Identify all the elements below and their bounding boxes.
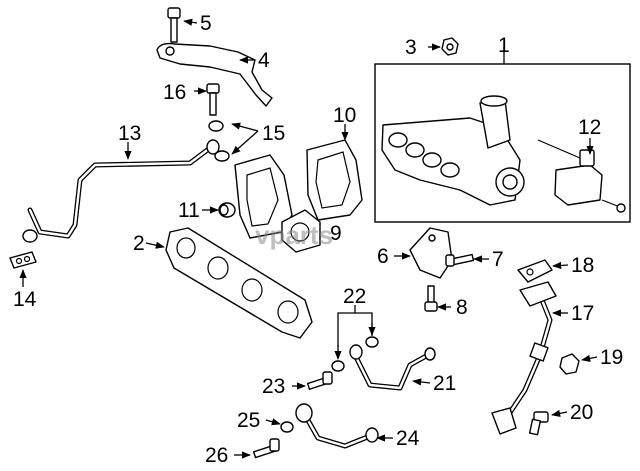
callout-7: 7 bbox=[492, 248, 504, 271]
callout-8: 8 bbox=[456, 296, 468, 319]
bolt-20-icon bbox=[528, 411, 549, 436]
callout-4: 4 bbox=[258, 49, 270, 72]
exhaust-gasket-2 bbox=[165, 227, 313, 339]
callout-17: 17 bbox=[571, 302, 594, 325]
gasket-18-icon bbox=[517, 259, 553, 283]
gasket-10-shape bbox=[306, 139, 363, 221]
callout-18: 18 bbox=[571, 254, 594, 277]
plug-11-icon bbox=[218, 202, 236, 218]
callout-11: 11 bbox=[178, 199, 200, 222]
callout-2: 2 bbox=[133, 232, 145, 255]
pipe-21 bbox=[349, 344, 436, 391]
bolt-16-icon bbox=[206, 83, 220, 116]
callout-6: 6 bbox=[377, 245, 389, 268]
callout-5: 5 bbox=[200, 12, 212, 35]
callout-23: 23 bbox=[262, 375, 285, 398]
callout-22: 22 bbox=[343, 285, 366, 308]
callout-26: 26 bbox=[205, 444, 228, 467]
callout-13: 13 bbox=[118, 122, 141, 145]
callout-14: 14 bbox=[13, 288, 37, 311]
callout-25: 25 bbox=[237, 409, 260, 432]
callout-9: 9 bbox=[330, 222, 342, 245]
callout-1: 1 bbox=[498, 34, 510, 57]
callout-21: 21 bbox=[433, 372, 456, 395]
bolt-23-icon bbox=[306, 371, 333, 390]
nut-19-icon bbox=[559, 353, 580, 375]
bolt-5-icon bbox=[167, 7, 181, 43]
pipe-24 bbox=[295, 403, 379, 449]
turbo-group-box bbox=[374, 63, 631, 223]
bolt-7-icon bbox=[445, 253, 475, 267]
callout-3: 3 bbox=[405, 36, 417, 59]
gasket-14-icon bbox=[9, 251, 37, 269]
callout-15: 15 bbox=[262, 122, 285, 145]
callout-10: 10 bbox=[333, 104, 356, 127]
watermark-text: vparts bbox=[255, 220, 333, 250]
oil-feed-pipe-13 bbox=[22, 139, 220, 243]
washer-22a-icon bbox=[331, 360, 345, 372]
bolt-8-icon bbox=[424, 285, 438, 312]
washer-15b-icon bbox=[214, 150, 230, 162]
wastegate-actuator bbox=[537, 139, 626, 213]
callout-16: 16 bbox=[163, 81, 186, 104]
washer-22b-icon bbox=[365, 336, 379, 348]
bolt-26-icon bbox=[252, 438, 280, 459]
washer-25-icon bbox=[280, 421, 294, 433]
callout-19: 19 bbox=[600, 346, 623, 369]
oil-return-pipe-17 bbox=[491, 281, 557, 435]
callout-24: 24 bbox=[396, 427, 420, 450]
washer-15a-icon bbox=[208, 120, 224, 132]
turbocharger-assembly bbox=[381, 95, 525, 206]
callout-12: 12 bbox=[578, 116, 601, 139]
callout-20: 20 bbox=[570, 401, 593, 424]
